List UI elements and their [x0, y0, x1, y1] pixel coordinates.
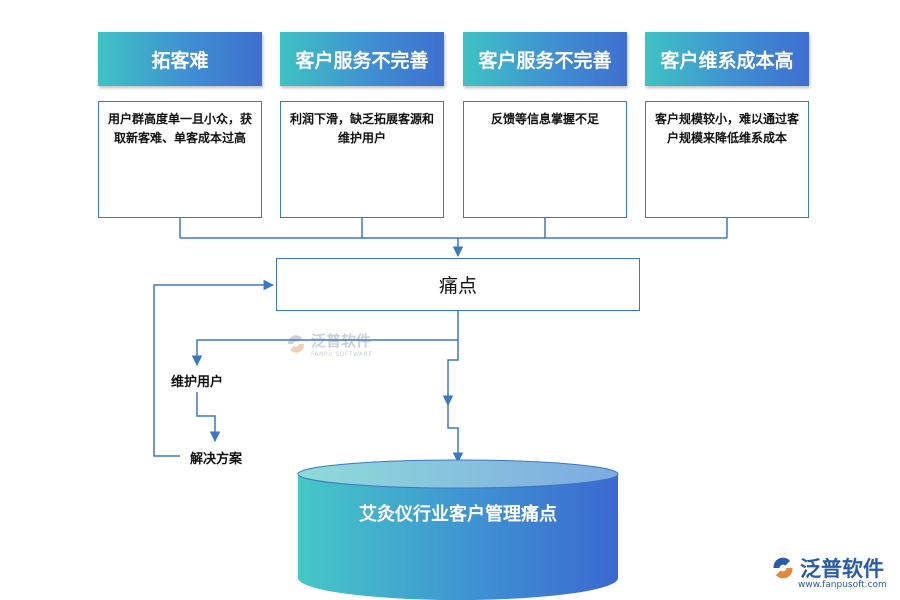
fanpu-logo-icon [773, 557, 793, 579]
pain-to-maintain-arrow [191, 311, 459, 367]
brand-url: www.fanpusoft.com [798, 580, 887, 590]
maintain-users-label: 维护用户 [171, 375, 224, 390]
watermark: 泛普软件 FANPU SOFTWARE [285, 330, 373, 358]
watermark-name: 泛普软件 [311, 332, 372, 350]
description-card-1: 用户群高度单一且小众，获取新客难、单客成本过高 [98, 101, 262, 218]
header-title: 拓客难 [151, 49, 209, 72]
card-text: 用户群高度单一且小众，获取新客难、单客成本过高 [107, 112, 252, 145]
description-card-2: 利润下滑，缺乏拓展客源和维护用户 [280, 101, 444, 218]
header-box-2: 客户服务不完善 [280, 32, 444, 86]
solution-label: 解决方案 [190, 452, 243, 467]
brand-name: 泛普软件 [800, 557, 884, 581]
cylinder-feed-line [447, 405, 464, 464]
feedback-loop-arrow [153, 279, 275, 457]
cylinder-title: 艾灸仪行业客户管理痛点 [359, 504, 557, 525]
card-text: 利润下滑，缺乏拓展客源和维护用户 [289, 112, 434, 145]
description-card-3: 反馈等信息掌握不足 [463, 101, 627, 218]
header-box-3: 客户服务不完善 [463, 32, 627, 86]
card-text: 反馈等信息掌握不足 [490, 112, 599, 126]
brand-logo: 泛普软件 www.fanpusoft.com [770, 553, 887, 590]
header-title: 客户服务不完善 [478, 49, 612, 72]
description-card-4: 客户规模较小，难以通过客户规模来降低维系成本 [645, 101, 809, 218]
header-box-4: 客户维系成本高 [645, 32, 809, 86]
fanpu-logo-icon [287, 335, 305, 353]
watermark-sub: FANPU SOFTWARE [311, 351, 373, 358]
header-title: 客户服务不完善 [295, 49, 429, 72]
header-title: 客户维系成本高 [660, 49, 794, 72]
maintain-to-solution-arrow [196, 392, 221, 443]
card-text: 客户规模较小，难以通过客户规模来降低维系成本 [654, 112, 799, 145]
pain-to-cylinder-arrow [442, 340, 459, 407]
pain-point-box: 痛点 [276, 258, 640, 311]
header-box-1: 拓客难 [98, 32, 262, 86]
database-cylinder [297, 459, 619, 600]
pain-point-label: 痛点 [438, 275, 477, 297]
